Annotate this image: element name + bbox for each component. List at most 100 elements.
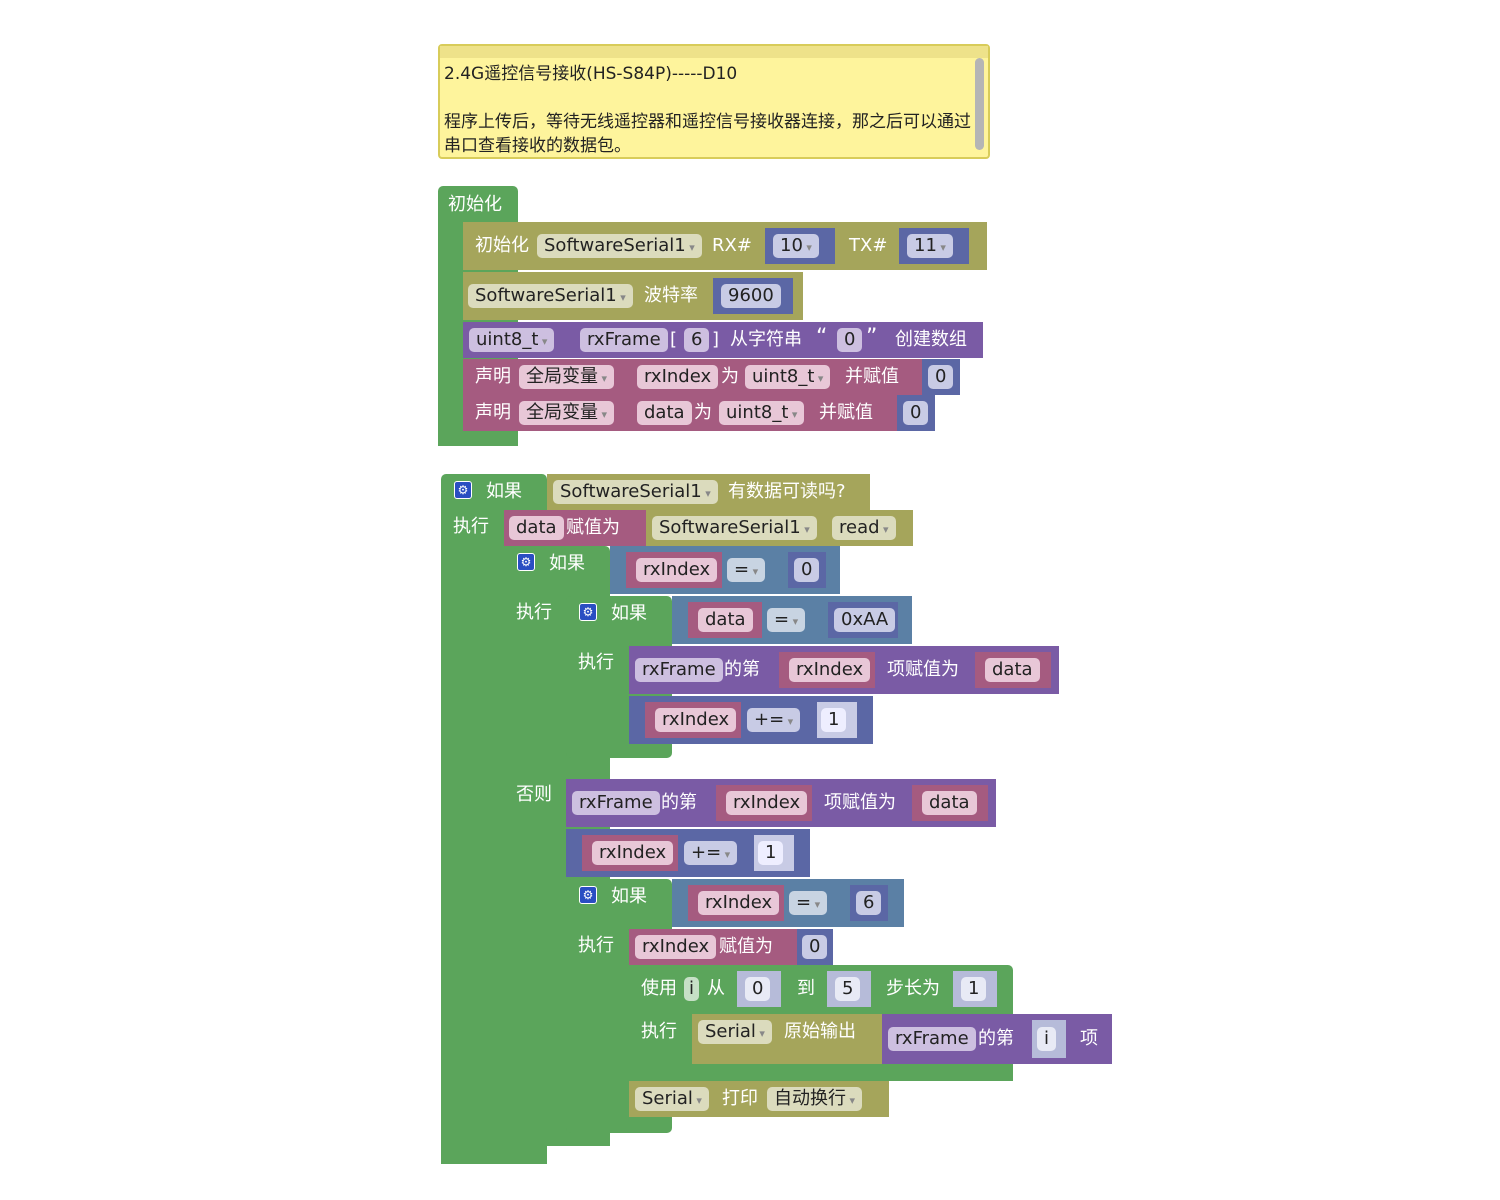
value-block[interactable]: 1 [754, 835, 794, 871]
compare-op-dropdown[interactable]: = [789, 891, 828, 915]
end-block[interactable]: 5 [827, 971, 871, 1007]
available-port-dropdown[interactable]: SoftwareSerial1 [553, 480, 718, 504]
compare-var[interactable]: rxIndex [636, 558, 718, 582]
baud-block[interactable]: SoftwareSerial1 波特率 9600 [463, 272, 803, 320]
serial-println-block[interactable]: Serial 打印 自动换行 [629, 1081, 889, 1117]
index-var[interactable]: rxIndex [789, 658, 871, 682]
comment-box[interactable]: 2.4G遥控信号接收(HS-S84P)-----D10 程序上传后，等待无线遥控… [438, 44, 990, 159]
compare-value[interactable]: 0xAA [834, 608, 896, 632]
index-block[interactable]: rxIndex [716, 785, 812, 821]
value-block[interactable]: 0xAA [828, 602, 898, 638]
array-name-field[interactable]: rxFrame [580, 328, 668, 352]
scope-dropdown[interactable]: 全局变量 [519, 365, 615, 389]
compare-value[interactable]: 0 [794, 558, 820, 582]
read-port-dropdown[interactable]: SoftwareSerial1 [652, 516, 817, 540]
step-block[interactable]: 1 [953, 971, 997, 1007]
compare-value[interactable]: 6 [856, 891, 882, 915]
gear-icon[interactable]: ⚙ [579, 603, 597, 621]
rx-pin-block[interactable]: 10 [765, 228, 835, 264]
array-get-block[interactable]: rxFrame 的第 i 项 [882, 1014, 1112, 1064]
value-block[interactable]: 1 [817, 702, 857, 738]
value-block[interactable]: 0 [788, 552, 826, 588]
reset-value[interactable]: 0 [802, 935, 828, 959]
compare2-block[interactable]: data = 0xAA [672, 596, 912, 644]
inc-op-dropdown[interactable]: += [747, 708, 801, 732]
reset-var[interactable]: rxIndex [635, 935, 717, 959]
array-set2-block[interactable]: rxFrame 的第 rxIndex 项赋值为 data [566, 779, 996, 827]
array-set1-block[interactable]: rxFrame 的第 rxIndex 项赋值为 data [629, 646, 1059, 694]
assign-data-block[interactable]: data 赋值为 [504, 510, 648, 546]
serial-write-block[interactable]: Serial 原始输出 [692, 1014, 882, 1064]
start-value[interactable]: 0 [745, 977, 771, 1001]
var-block[interactable]: rxIndex [645, 702, 741, 738]
var-block[interactable]: rxIndex [626, 552, 722, 588]
index-block[interactable]: rxIndex [779, 652, 875, 688]
increment2-block[interactable]: rxIndex += 1 [566, 829, 810, 877]
rx-pin-dropdown[interactable]: 10 [773, 234, 819, 258]
var-block[interactable]: data [688, 602, 762, 638]
serial-port-dropdown[interactable]: SoftwareSerial1 [537, 234, 702, 258]
gear-icon[interactable]: ⚙ [579, 886, 597, 904]
inc-var[interactable]: rxIndex [592, 841, 674, 865]
baud-value[interactable]: 9600 [721, 284, 781, 308]
comment-drag-bar[interactable] [440, 46, 988, 58]
inc-op-dropdown[interactable]: += [684, 841, 738, 865]
value-block[interactable]: data [912, 785, 988, 821]
comment-text[interactable]: 2.4G遥控信号接收(HS-S84P)-----D10 程序上传后，等待无线遥控… [444, 64, 971, 156]
type-dropdown[interactable]: uint8_t [745, 365, 831, 389]
decl1-value-block[interactable]: 0 [922, 359, 960, 395]
value-var[interactable]: data [922, 791, 977, 815]
read-block[interactable]: SoftwareSerial1 read [646, 510, 913, 546]
array-name[interactable]: rxFrame [888, 1027, 976, 1051]
declare-data-block[interactable]: 声明 全局变量 data 为 uint8_t 并赋值 [463, 395, 897, 431]
index-var[interactable]: rxIndex [726, 791, 808, 815]
tx-pin-block[interactable]: 11 [899, 228, 969, 264]
decl2-value-block[interactable]: 0 [897, 395, 935, 431]
end-value[interactable]: 5 [835, 977, 861, 1001]
reset-value-block[interactable]: 0 [797, 929, 833, 965]
newline-dropdown[interactable]: 自动换行 [767, 1087, 863, 1111]
increment1-block[interactable]: rxIndex += 1 [629, 696, 873, 744]
write-port-dropdown[interactable]: Serial [698, 1020, 772, 1044]
read-method-dropdown[interactable]: read [832, 516, 896, 540]
gear-icon[interactable]: ⚙ [517, 553, 535, 571]
baud-port-dropdown[interactable]: SoftwareSerial1 [468, 284, 633, 308]
array-string-field[interactable]: 0 [837, 328, 863, 352]
init-serial-block[interactable]: 初始化 SoftwareSerial1 RX# 10 TX# 11 [463, 222, 987, 270]
inc-var[interactable]: rxIndex [655, 708, 737, 732]
array-size-field[interactable]: 6 [684, 328, 710, 352]
inc-value[interactable]: 1 [758, 841, 784, 865]
declare-rxindex-block[interactable]: 声明 全局变量 rxIndex 为 uint8_t 并赋值 [463, 359, 923, 395]
compare-var[interactable]: rxIndex [698, 891, 780, 915]
array-type-dropdown[interactable]: uint8_t [469, 328, 555, 352]
compare-op-dropdown[interactable]: = [727, 558, 766, 582]
var-block[interactable]: rxIndex [582, 835, 678, 871]
array-name[interactable]: rxFrame [635, 658, 723, 682]
compare-op-dropdown[interactable]: = [767, 608, 806, 632]
index-block[interactable]: i [1032, 1020, 1066, 1058]
decl1-value[interactable]: 0 [928, 365, 954, 389]
tx-pin-dropdown[interactable]: 11 [907, 234, 953, 258]
comment-scrollbar[interactable] [975, 58, 984, 150]
array-name[interactable]: rxFrame [572, 791, 660, 815]
decl2-value[interactable]: 0 [903, 401, 929, 425]
array-block[interactable]: uint8_t rxFrame [ 6 ] 从字符串 “ 0 ” 创建数组 [463, 322, 983, 358]
outer-if-block[interactable]: ⚙ 如果 执行 [441, 474, 547, 1164]
loop-var-field[interactable]: i [684, 977, 700, 1001]
available-block[interactable]: SoftwareSerial1 有数据可读吗? [547, 474, 870, 510]
value-var[interactable]: data [985, 658, 1040, 682]
type-dropdown[interactable]: uint8_t [719, 401, 805, 425]
step-value[interactable]: 1 [961, 977, 987, 1001]
reset-rxindex-block[interactable]: rxIndex 赋值为 [629, 929, 797, 965]
compare-var[interactable]: data [698, 608, 753, 632]
scope-dropdown[interactable]: 全局变量 [519, 401, 615, 425]
baud-value-block[interactable]: 9600 [713, 278, 793, 314]
var-name-field[interactable]: rxIndex [637, 365, 719, 389]
value-block[interactable]: 6 [850, 885, 888, 921]
var-block[interactable]: rxIndex [688, 885, 784, 921]
var-name-field[interactable]: data [637, 401, 692, 425]
compare3-block[interactable]: rxIndex = 6 [672, 879, 904, 927]
inc-value[interactable]: 1 [821, 708, 847, 732]
value-block[interactable]: data [975, 652, 1051, 688]
compare1-block[interactable]: rxIndex = 0 [610, 546, 840, 594]
